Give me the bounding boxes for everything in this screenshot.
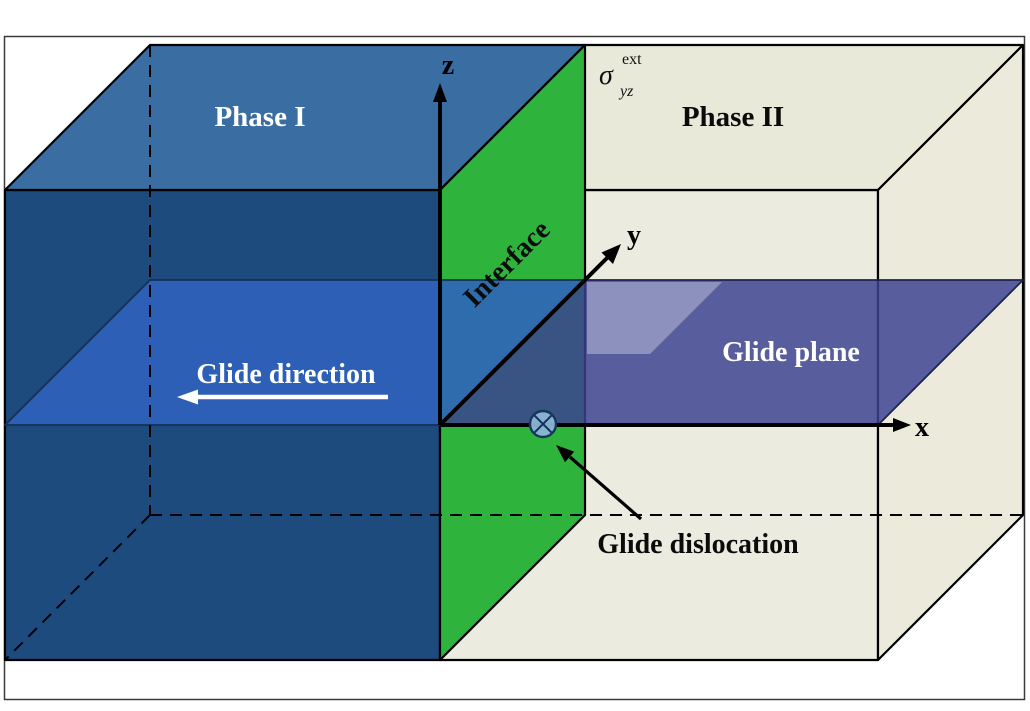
y-axis-arrowhead <box>601 244 621 264</box>
y-axis-label: y <box>627 220 641 251</box>
stress-subscript: yz <box>618 83 634 100</box>
stress-symbol: σ <box>599 60 614 91</box>
z-axis-arrowhead <box>433 83 447 102</box>
stress-superscript: ext <box>622 51 642 68</box>
hidden-left-bottom-edge <box>4 514 151 661</box>
glide-dislocation-label: Glide dislocation <box>597 529 799 560</box>
glide-dislocation-symbol <box>528 409 558 439</box>
dislocation-annotation-arrow <box>556 445 643 521</box>
dislocation-arrow-shaft <box>568 455 643 521</box>
phase2-label: Phase II <box>682 101 784 133</box>
glide-direction-label: Glide direction <box>196 359 376 390</box>
dislocation-arrowhead <box>556 445 575 463</box>
glide-direction-arrow <box>177 389 388 405</box>
x-axis-arrowhead <box>893 418 911 432</box>
phase1-label: Phase I <box>214 101 305 133</box>
glide-plane-highlight <box>587 282 722 354</box>
x-axis-label: x <box>915 412 929 443</box>
glide-plane-label: Glide plane <box>722 337 860 368</box>
z-axis-label: z <box>442 50 454 81</box>
dislocation-cross-line <box>533 414 553 434</box>
external-stress-label: σ ext yz <box>599 51 646 100</box>
glide-direction-arrowhead <box>177 389 198 405</box>
y-axis <box>438 255 610 427</box>
